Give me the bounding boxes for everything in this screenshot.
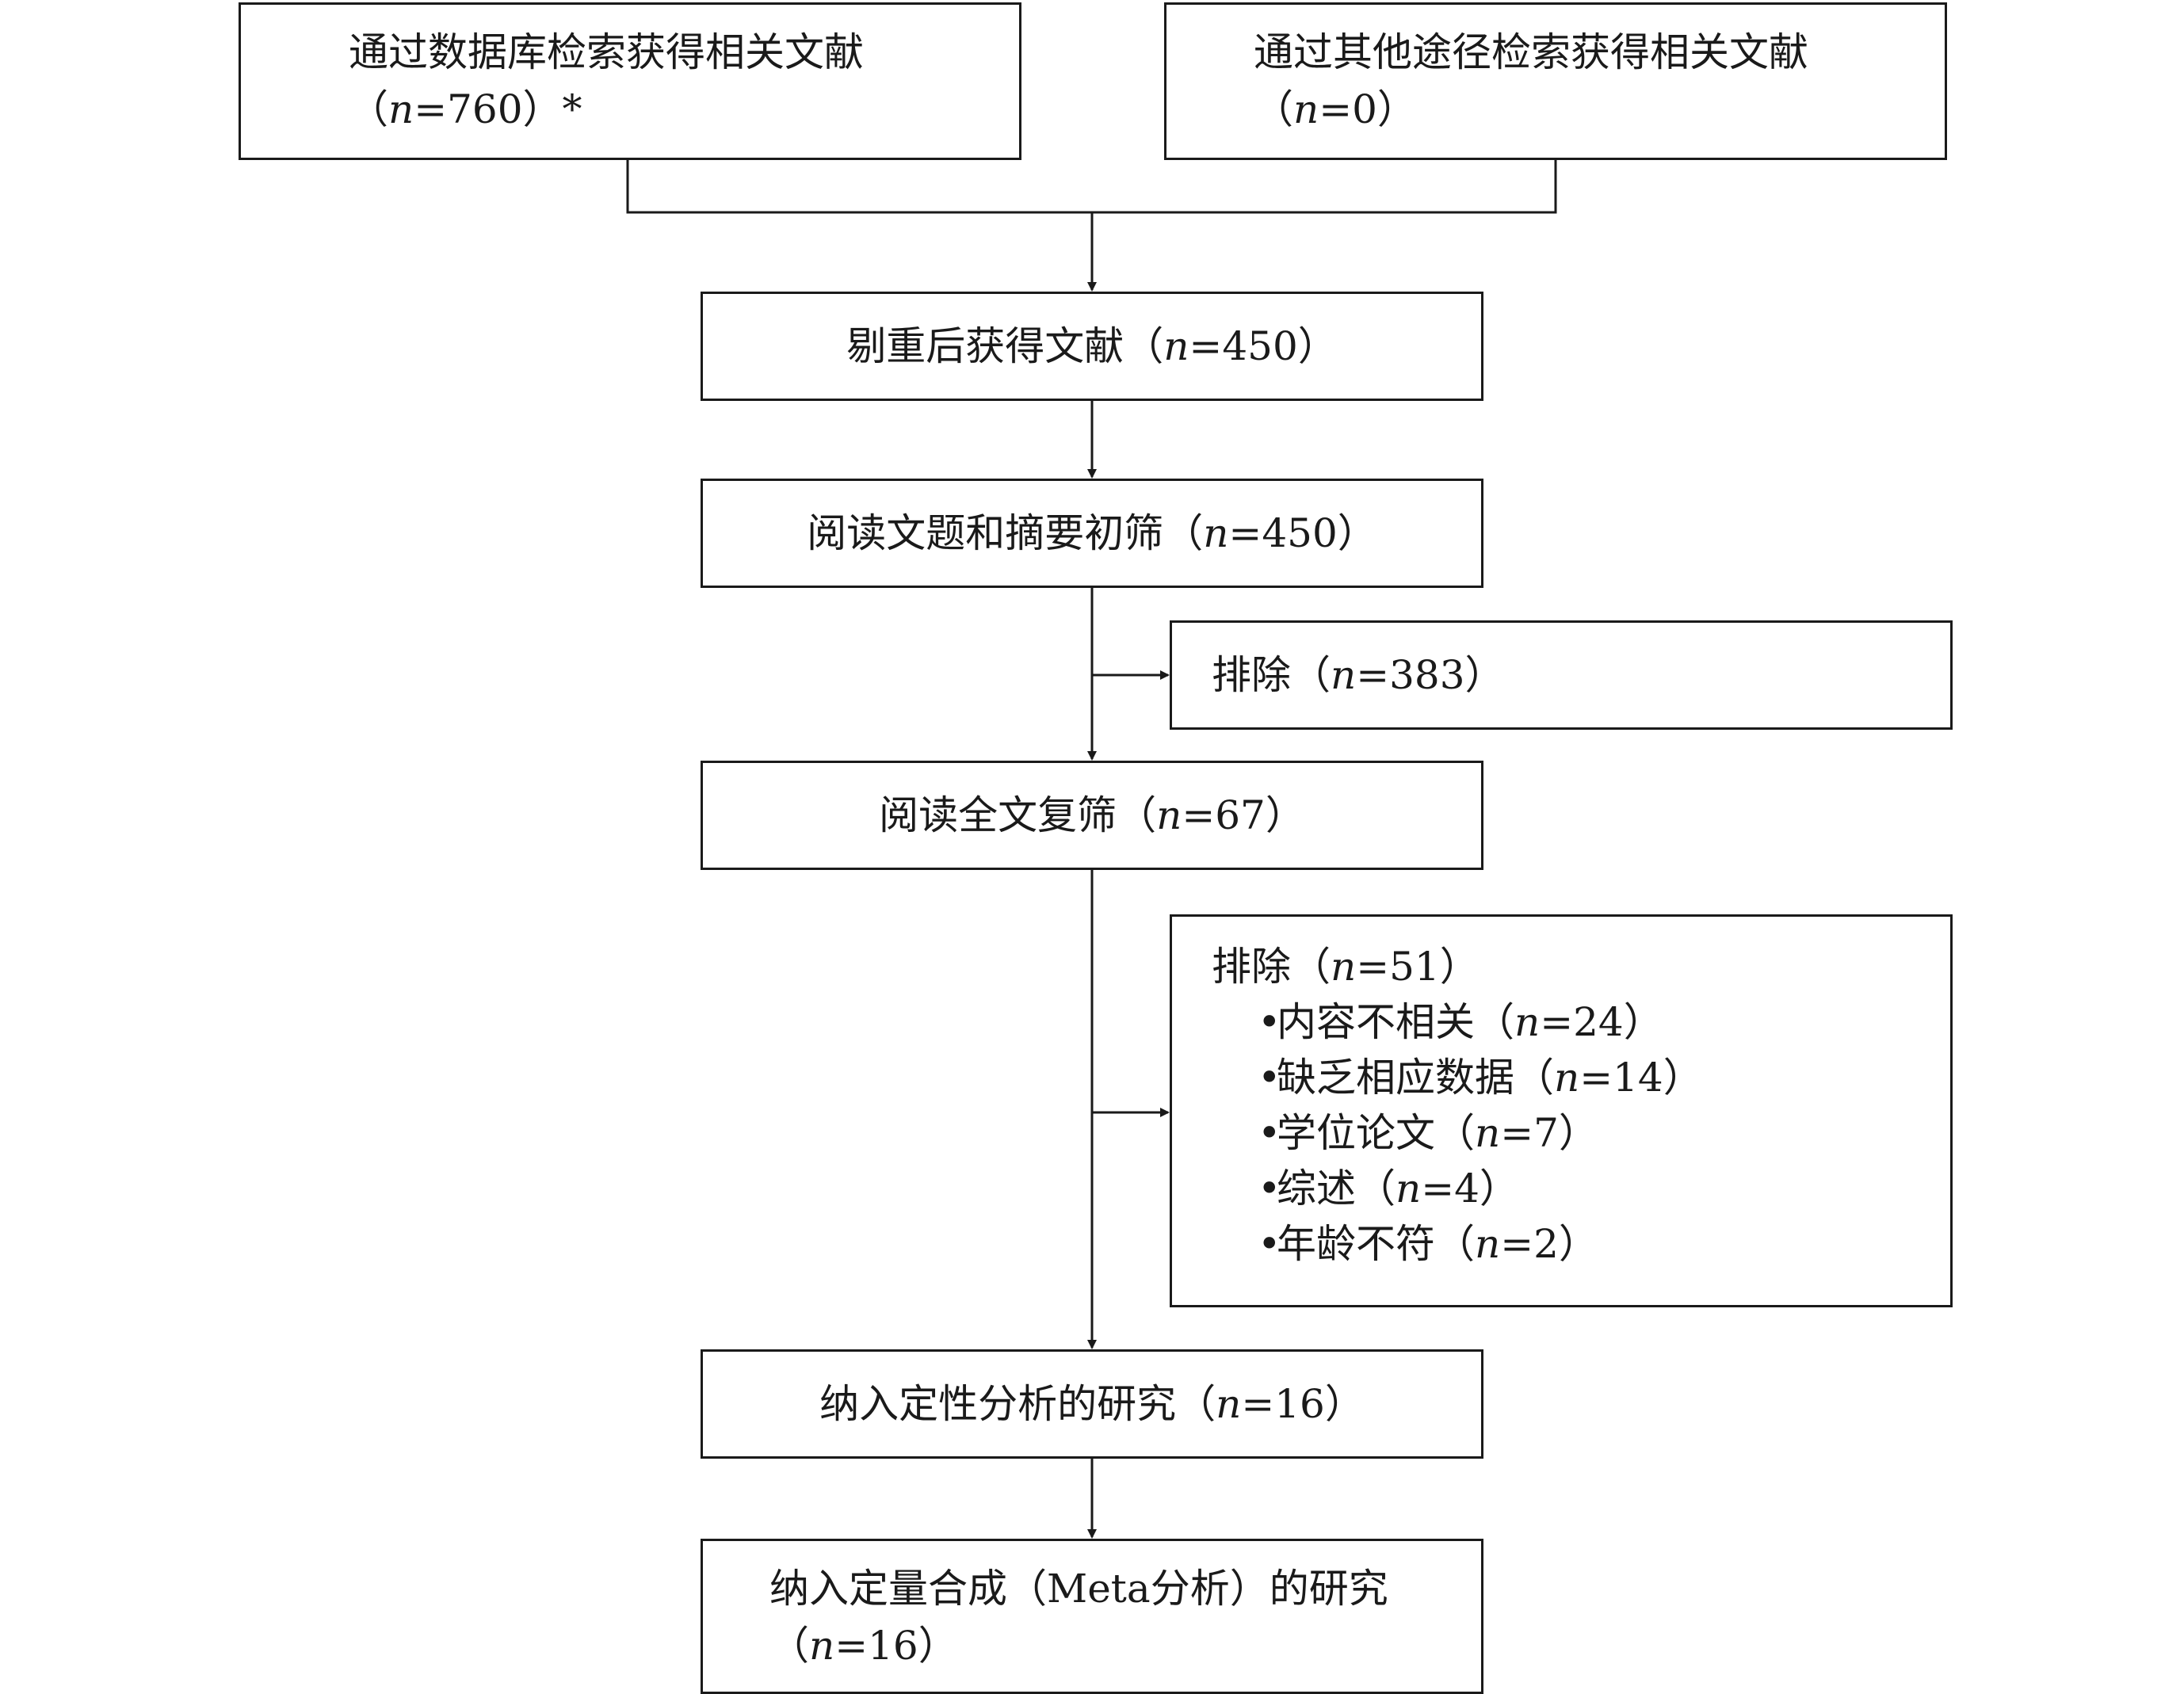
exclusion-reason-item: •缺乏相应数据（n=14） xyxy=(1212,1050,1950,1105)
database-search-count: （n=760）* xyxy=(349,86,582,132)
bullet-icon: • xyxy=(1258,999,1281,1045)
qualitative-analysis-box: 纳入定性分析的研究（n=16） xyxy=(701,1349,1483,1459)
exclusion-reasons-list: •内容不相关（n=24） •缺乏相应数据（n=14） •学位论文（n=7） •综… xyxy=(1212,994,1950,1272)
other-sources-box: 通过其他途径检索获得相关文献 （n=0） xyxy=(1164,2,1947,160)
excluded-second-heading: 排除（n=51） xyxy=(1212,944,1480,990)
excluded-first-box: 排除（n=383） xyxy=(1170,620,1953,730)
excluded-second-box: 排除（n=51） •内容不相关（n=24） •缺乏相应数据（n=14） •学位论… xyxy=(1170,914,1953,1307)
quantitative-synthesis-count: （n=16） xyxy=(769,1623,958,1669)
exclusion-reason-item: •综述（n=4） xyxy=(1212,1161,1950,1216)
quantitative-synthesis-label: 纳入定量合成（Meta分析）的研究 xyxy=(769,1566,1388,1612)
database-search-label: 通过数据库检索获得相关文献 xyxy=(349,29,864,75)
deduplicated-box: 剔重后获得文献（n=450） xyxy=(701,292,1483,401)
qualitative-analysis-text: 纳入定性分析的研究（n=16） xyxy=(819,1381,1365,1427)
database-search-box: 通过数据库检索获得相关文献 （n=760）* xyxy=(239,2,1021,160)
title-abstract-screen-text: 阅读文题和摘要初筛（n=450） xyxy=(807,510,1377,556)
excluded-first-text: 排除（n=383） xyxy=(1212,652,1505,698)
bullet-icon: • xyxy=(1258,1221,1281,1267)
exclusion-reason-item: •年龄不符（n=2） xyxy=(1212,1216,1950,1272)
bullet-icon: • xyxy=(1258,1166,1281,1211)
deduplicated-text: 剔重后获得文献（n=450） xyxy=(846,323,1338,369)
bullet-icon: • xyxy=(1258,1110,1281,1156)
quantitative-synthesis-box: 纳入定量合成（Meta分析）的研究 （n=16） xyxy=(701,1539,1483,1694)
merge-connector xyxy=(626,160,1557,214)
exclusion-reason-item: •学位论文（n=7） xyxy=(1212,1105,1950,1161)
fulltext-screen-box: 阅读全文复筛（n=67） xyxy=(701,761,1483,870)
other-sources-label: 通过其他途径检索获得相关文献 xyxy=(1254,29,1808,75)
bullet-icon: • xyxy=(1258,1055,1281,1101)
title-abstract-screen-box: 阅读文题和摘要初筛（n=450） xyxy=(701,479,1483,588)
fulltext-screen-text: 阅读全文复筛（n=67） xyxy=(879,792,1305,838)
other-sources-count: （n=0） xyxy=(1254,86,1417,132)
exclusion-reason-item: •内容不相关（n=24） xyxy=(1212,994,1950,1050)
